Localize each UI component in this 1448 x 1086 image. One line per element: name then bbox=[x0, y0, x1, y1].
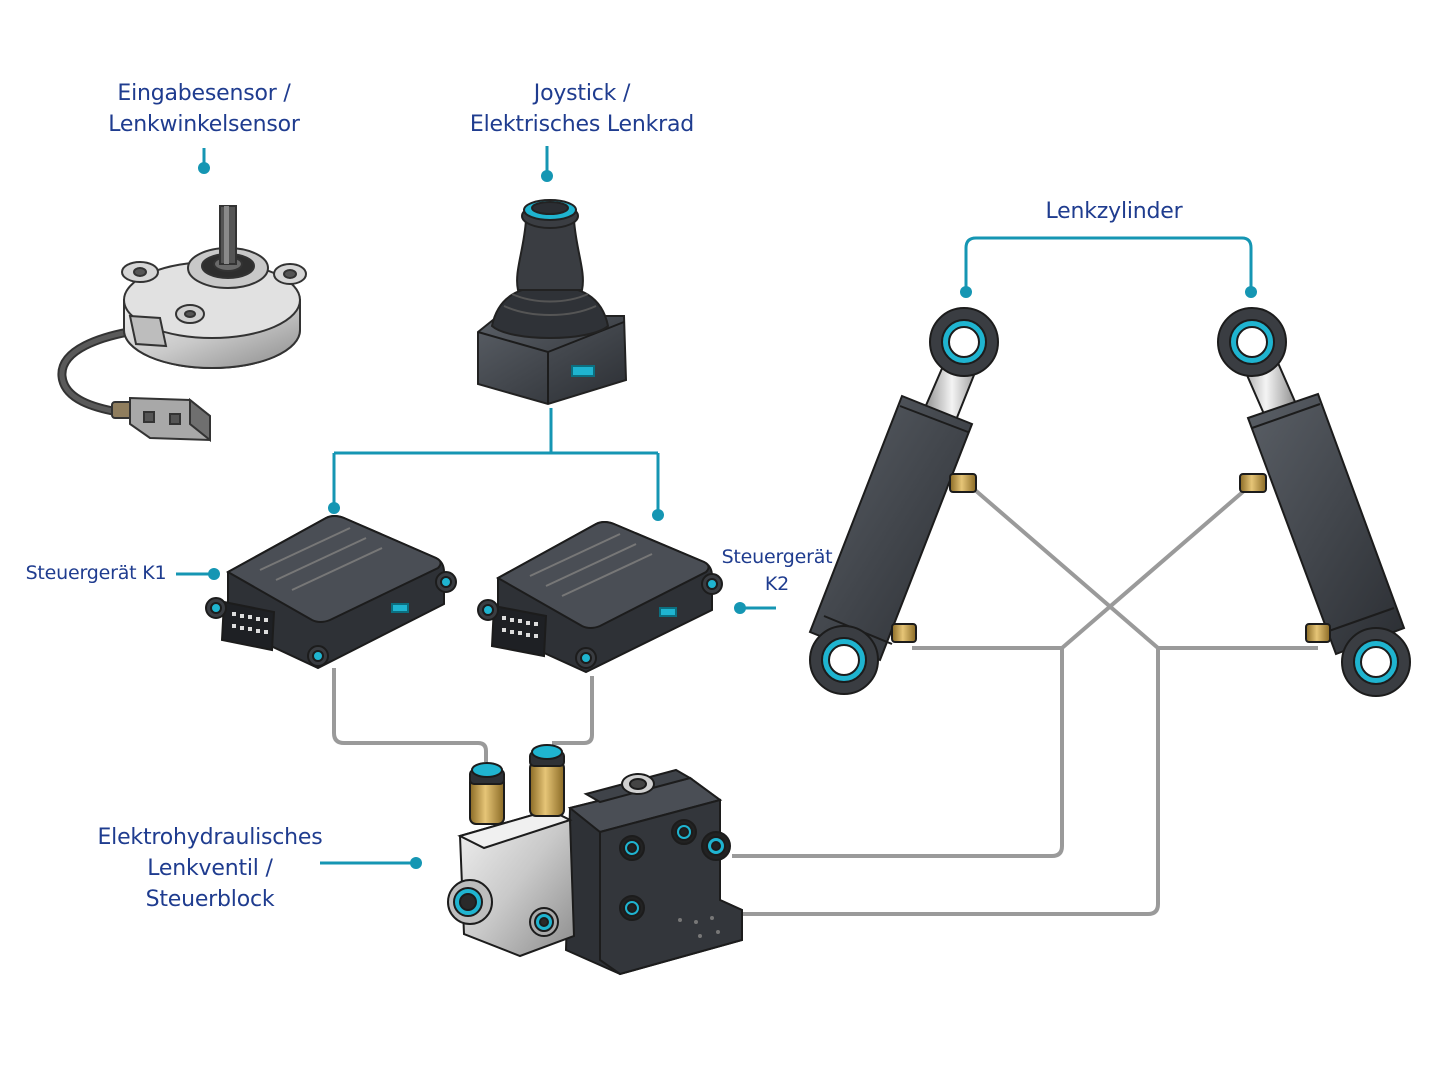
sensor-label: Eingabesensor / Lenkwinkelsensor bbox=[84, 78, 324, 140]
ecu-k2-illustration bbox=[477, 521, 723, 674]
ecu-k1-illustration bbox=[205, 515, 457, 670]
cylinder-label: Lenkzylinder bbox=[1004, 196, 1224, 227]
valve-label-line-1: Elektrohydraulisches bbox=[97, 825, 323, 850]
cylinder-label-line-1: Lenkzylinder bbox=[1045, 199, 1183, 224]
valve-label-line-2: Lenkventil / bbox=[147, 856, 273, 881]
joystick-illustration bbox=[477, 199, 628, 406]
cylinder-callout-bracket bbox=[964, 236, 1253, 290]
ecu2-label: Steuergerät K2 bbox=[716, 544, 838, 598]
ecu2-label-line-2: K2 bbox=[764, 573, 790, 595]
steering-cylinder-left-illustration bbox=[808, 307, 999, 695]
valve-to-cylinders-line-b bbox=[742, 488, 1160, 916]
ecu2-label-line-1: Steuergerät bbox=[721, 546, 833, 568]
valve-to-cylinders-line-a bbox=[732, 488, 1247, 858]
ecu1-label: Steuergerät K1 bbox=[18, 560, 174, 587]
steering-cylinder-right-illustration bbox=[1217, 307, 1411, 697]
valve-label: Elektrohydraulisches Lenkventil / Steuer… bbox=[92, 822, 328, 915]
ecu1-to-valve-wire bbox=[332, 668, 488, 762]
joystick-label-line-1: Joystick / bbox=[533, 81, 631, 106]
valve-ports bbox=[619, 819, 731, 921]
hydraulic-lines bbox=[332, 488, 1318, 916]
callout-dots bbox=[198, 162, 1257, 869]
valve-label-line-3: Steuerblock bbox=[145, 887, 275, 912]
sensor-label-line-1: Eingabesensor / bbox=[117, 81, 291, 106]
valve-block-illustration bbox=[447, 744, 743, 976]
joystick-label: Joystick / Elektrisches Lenkrad bbox=[440, 78, 724, 140]
steering-angle-sensor-illustration bbox=[57, 205, 307, 443]
sensor-label-line-2: Lenkwinkelsensor bbox=[108, 112, 300, 137]
ecu2-to-valve-wire bbox=[552, 676, 594, 745]
joystick-label-line-2: Elektrisches Lenkrad bbox=[469, 112, 695, 137]
joystick-to-ecu-bus bbox=[332, 408, 660, 514]
ecu1-label-line-1: Steuergerät K1 bbox=[25, 562, 167, 584]
